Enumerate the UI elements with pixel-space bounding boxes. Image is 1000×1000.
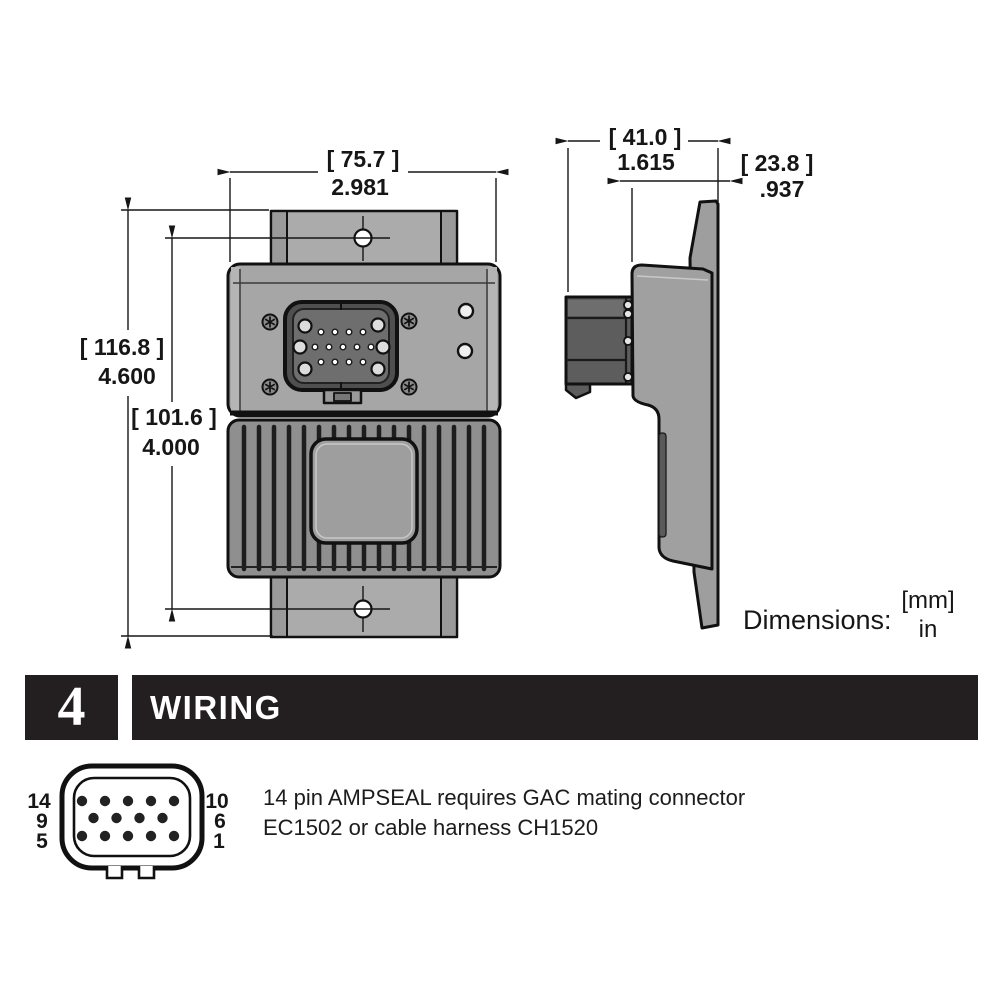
connector-index-tab	[105, 866, 124, 880]
side-fin-groove	[658, 432, 667, 538]
dimensions-note-in: in	[919, 616, 938, 643]
pin-label-9: 9	[36, 810, 48, 833]
dimensions-note-label: Dimensions:	[743, 605, 892, 635]
front-width-in: 2.981	[331, 174, 389, 200]
side-view	[564, 199, 720, 630]
front-height-mm: [ 116.8 ]	[80, 334, 164, 360]
front-hole-spacing-mm: [ 101.6 ]	[131, 404, 217, 430]
pin-dots	[76, 795, 180, 842]
front-height-in: 4.600	[98, 363, 156, 389]
side-view-dimensions	[555, 137, 743, 292]
front-view-dimensions	[121, 168, 509, 649]
heatsink-center-pad	[309, 437, 419, 545]
section-number-badge: 4	[25, 675, 118, 740]
top-mounting-tab	[269, 209, 459, 270]
side-depth-body-mm: [ 23.8 ]	[741, 150, 814, 176]
pin-label-14: 14	[27, 790, 51, 813]
pin-label-6: 6	[214, 810, 226, 833]
section-title: WIRING	[150, 689, 282, 726]
pin-label-10: 10	[205, 790, 228, 813]
wiring-description: 14 pin AMPSEAL requires GAC mating conne…	[263, 783, 745, 843]
ampseal-connector-diagram: 14 9 5 10 6 1	[27, 763, 229, 880]
connector-section	[226, 262, 502, 418]
connector-index-tab	[137, 866, 156, 880]
front-view-dimension-labels: [ 75.7 ] 2.981 [ 116.8 ] 4.600 [ 101.6 ]…	[80, 146, 400, 460]
pin-label-5: 5	[36, 830, 48, 853]
torx-screw-icons	[261, 312, 418, 396]
dimensions-note: Dimensions: [mm] in	[743, 587, 955, 643]
pin-label-1: 1	[213, 830, 225, 853]
wiring-description-line2: EC1502 or cable harness CH1520	[263, 815, 599, 840]
side-depth-body-in: .937	[760, 176, 805, 202]
pin-number-labels: 14 9 5 10 6 1	[27, 790, 228, 853]
front-hole-spacing-in: 4.000	[142, 434, 200, 460]
receptacle-pins	[292, 317, 391, 377]
front-width-mm: [ 75.7 ]	[327, 146, 400, 172]
ampseal-receptacle	[283, 300, 399, 405]
dimensions-note-mm: [mm]	[901, 587, 954, 614]
side-view-dimension-labels: [ 41.0 ] 1.615 [ 23.8 ] .937	[609, 124, 814, 202]
wedge-lock-tab	[322, 388, 363, 405]
side-depth-total-in: 1.615	[617, 149, 675, 175]
side-body	[630, 263, 714, 571]
side-connector	[564, 295, 634, 400]
section-title-bar: WIRING	[132, 675, 978, 740]
led-indicator-icons	[456, 302, 475, 360]
heatsink-section	[226, 418, 502, 579]
side-connector-foot	[564, 382, 592, 400]
wiring-description-line1: 14 pin AMPSEAL requires GAC mating conne…	[263, 785, 746, 810]
front-view	[226, 209, 502, 639]
side-depth-total-mm: [ 41.0 ]	[609, 124, 682, 150]
